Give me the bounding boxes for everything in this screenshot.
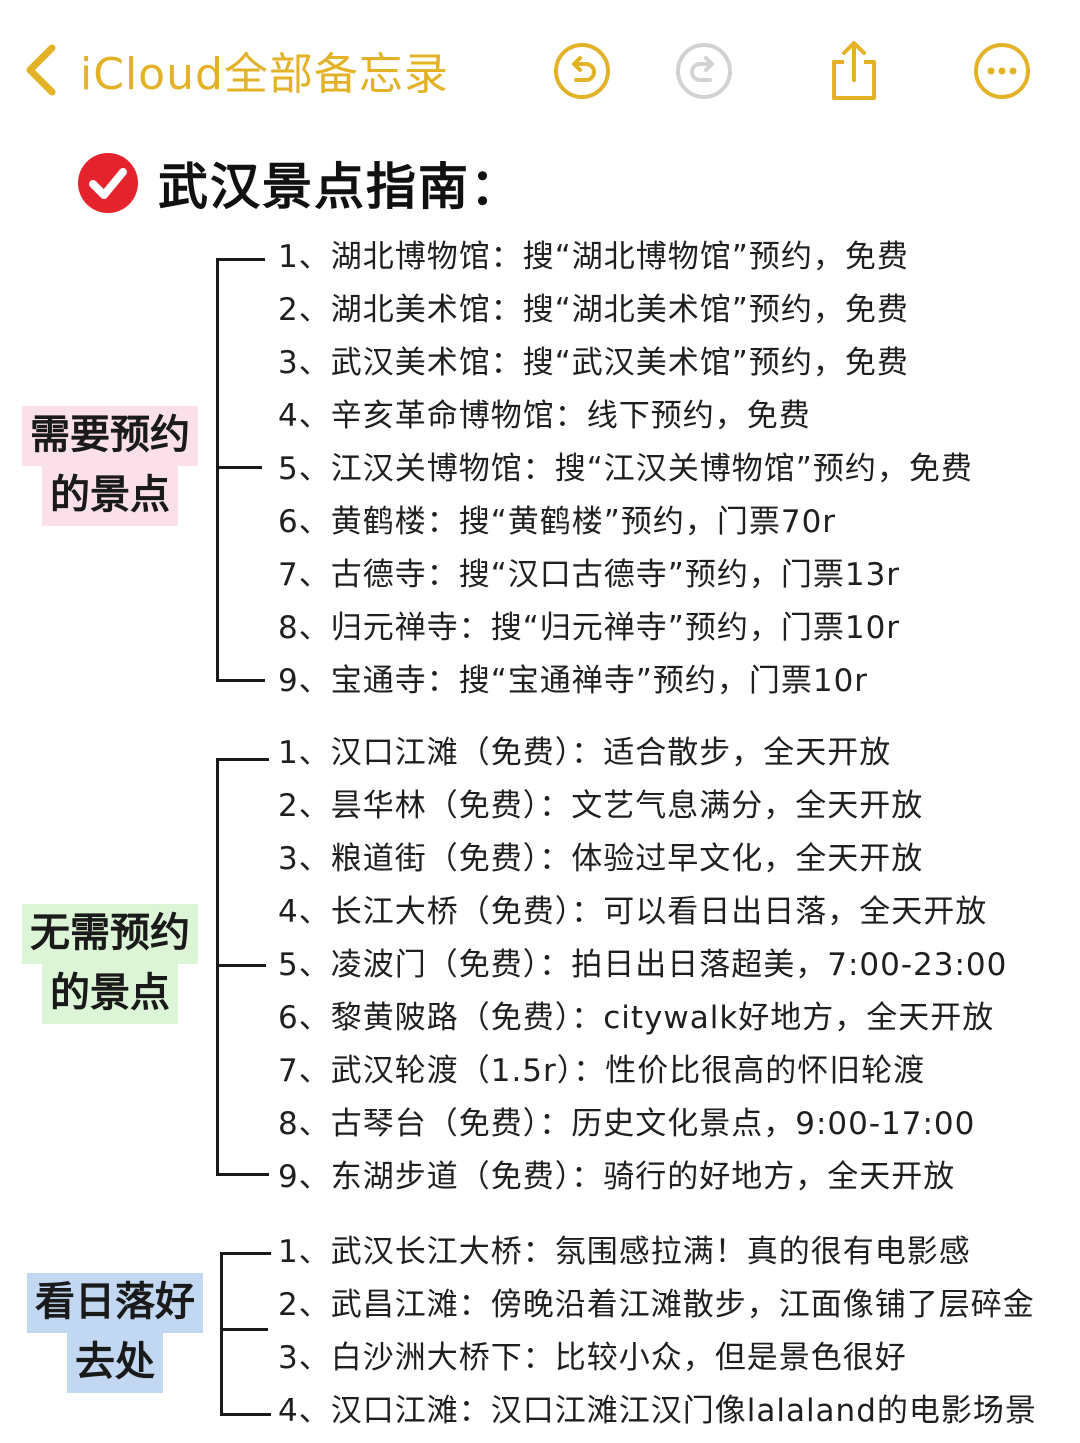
list-item: 4、辛亥革命博物馆：线下预约，免费 <box>278 398 811 434</box>
list-item: 5、凌波门（免费）：拍日出日落超美，7:00-23:00 <box>278 947 1008 983</box>
list-item: 5、江汉关博物馆：搜“江汉关博物馆”预约，免费 <box>278 451 973 487</box>
list-item: 9、东湖步道（免费）：骑行的好地方，全天开放 <box>278 1159 956 1195</box>
list-item: 1、武汉长江大桥：氛围感拉满！真的很有电影感 <box>278 1234 971 1270</box>
list-item: 6、黄鹤楼：搜“黄鹤楼”预约，门票70r <box>278 504 837 540</box>
more-icon <box>974 43 1030 99</box>
list-item: 6、黎黄陂路（免费）：citywalk好地方，全天开放 <box>278 1000 995 1036</box>
list-item: 8、归元禅寺：搜“归元禅寺”预约，门票10r <box>278 610 901 646</box>
share-icon <box>832 41 876 100</box>
section-reservation-required: 需要预约 的景点 1、湖北博物馆：搜“湖北博物馆”预约，免费 2、湖北美术馆：搜… <box>0 230 1080 700</box>
section-label: 看日落好 去处 <box>20 1273 210 1393</box>
list-item: 3、粮道街（免费）：体验过早文化，全天开放 <box>278 841 924 877</box>
note-title-row: 武汉景点指南： <box>76 148 522 218</box>
section-no-reservation: 无需预约 的景点 1、汉口江滩（免费）：适合散步，全天开放 2、昙华林（免费）：… <box>0 726 1080 1196</box>
section-label: 无需预约 的景点 <box>16 904 204 1024</box>
section-sunset-spots: 看日落好 去处 1、武汉长江大桥：氛围感拉满！真的很有电影感 2、武昌江滩：傍晚… <box>0 1225 1080 1440</box>
list-item: 2、昙华林（免费）：文艺气息满分，全天开放 <box>278 788 924 824</box>
list-item: 2、武昌江滩：傍晚沿着江滩散步，江面像铺了层碎金 <box>278 1287 1035 1323</box>
section-label-line: 去处 <box>67 1333 163 1393</box>
undo-button[interactable] <box>552 40 612 102</box>
back-button[interactable]: iCloud全部备忘录 <box>20 38 449 102</box>
note-title: 武汉景点指南： <box>158 158 522 216</box>
list-item: 7、武汉轮渡（1.5r）：性价比很高的怀旧轮渡 <box>278 1053 926 1089</box>
list-item: 7、古德寺：搜“汉口古德寺”预约，门票13r <box>278 557 901 593</box>
section-label-line: 看日落好 <box>27 1273 203 1333</box>
section-label: 需要预约 的景点 <box>16 406 204 526</box>
red-checkmark-icon <box>78 153 138 213</box>
section-label-line: 需要预约 <box>22 406 198 466</box>
list-item: 3、白沙洲大桥下：比较小众，但是景色很好 <box>278 1340 907 1376</box>
list-item: 4、长江大桥（免费）：可以看日出日落，全天开放 <box>278 894 988 930</box>
list-item: 1、湖北博物馆：搜“湖北博物馆”预约，免费 <box>278 239 909 275</box>
list-item: 9、宝通寺：搜“宝通禅寺”预约，门票10r <box>278 663 869 699</box>
chevron-left-icon <box>26 44 56 96</box>
section-label-line: 无需预约 <box>22 904 198 964</box>
attraction-list: 1、汉口江滩（免费）：适合散步，全天开放 2、昙华林（免费）：文艺气息满分，全天… <box>278 727 1007 1204</box>
attraction-list: 1、湖北博物馆：搜“湖北博物馆”预约，免费 2、湖北美术馆：搜“湖北美术馆”预约… <box>278 231 973 708</box>
more-button[interactable] <box>972 40 1032 102</box>
list-item: 8、古琴台（免费）：历史文化景点，9:00-17:00 <box>278 1106 976 1142</box>
bracket-line <box>216 758 269 1176</box>
redo-icon <box>676 43 732 99</box>
bracket-line <box>220 1252 271 1416</box>
navigation-bar: iCloud全部备忘录 <box>0 0 1080 130</box>
undo-icon <box>554 43 610 99</box>
list-item: 3、武汉美术馆：搜“武汉美术馆”预约，免费 <box>278 345 909 381</box>
section-label-line: 的景点 <box>42 466 178 526</box>
bracket-tick <box>216 964 266 967</box>
bracket-tick <box>216 466 262 469</box>
share-button[interactable] <box>824 40 884 102</box>
back-button-label: iCloud全部备忘录 <box>80 49 449 100</box>
bracket-tick <box>220 1328 268 1331</box>
section-label-line: 的景点 <box>42 964 178 1024</box>
list-item: 1、汉口江滩（免费）：适合散步，全天开放 <box>278 735 892 771</box>
list-item: 2、湖北美术馆：搜“湖北美术馆”预约，免费 <box>278 292 909 328</box>
attraction-list: 1、武汉长江大桥：氛围感拉满！真的很有电影感 2、武昌江滩：傍晚沿着江滩散步，江… <box>278 1226 1037 1438</box>
list-item: 4、汉口江滩：汉口江滩江汉门像lalaland的电影场景 <box>278 1393 1037 1429</box>
redo-button[interactable] <box>674 40 734 102</box>
bracket-line <box>216 258 265 682</box>
